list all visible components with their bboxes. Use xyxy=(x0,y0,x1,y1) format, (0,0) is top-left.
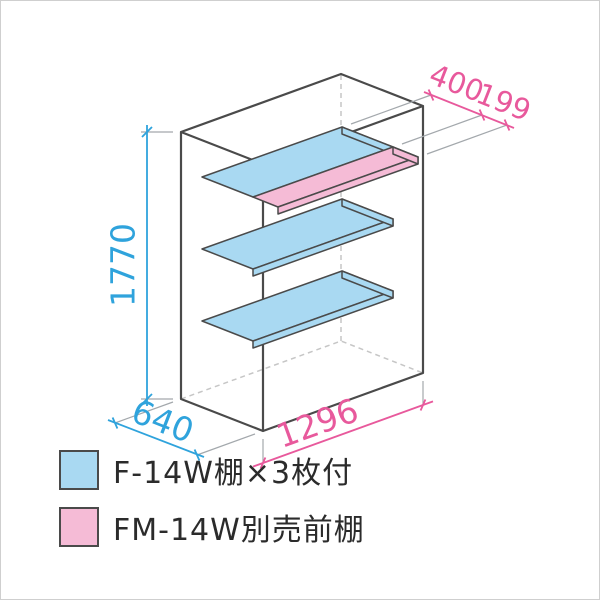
legend-label-shelf: F-14W棚×3枚付 xyxy=(113,456,354,491)
shelf-3 xyxy=(201,270,394,349)
height-dimension: 1770 xyxy=(104,125,173,406)
legend-label-front-shelf: FM-14W別売前棚 xyxy=(113,513,365,548)
depth-value: 640 xyxy=(126,392,199,451)
cabinet-hidden-edges xyxy=(180,74,424,400)
shelf-depth-dimension: 400 199 xyxy=(350,57,536,155)
front-shelf-depth-value: 199 xyxy=(472,76,536,128)
legend-row-shelf: F-14W棚×3枚付 xyxy=(59,448,365,492)
legend-row-front-shelf: FM-14W別売前棚 xyxy=(59,505,365,549)
legend-swatch-blue-shelf xyxy=(59,450,99,490)
legend-swatch-pink-front-shelf xyxy=(59,507,99,547)
shelf-2 xyxy=(201,198,394,277)
width-value: 1296 xyxy=(271,390,363,455)
legend: F-14W棚×3枚付 FM-14W別売前棚 xyxy=(59,448,365,549)
height-value: 1770 xyxy=(104,223,143,307)
front-shelf-pink xyxy=(252,146,419,215)
